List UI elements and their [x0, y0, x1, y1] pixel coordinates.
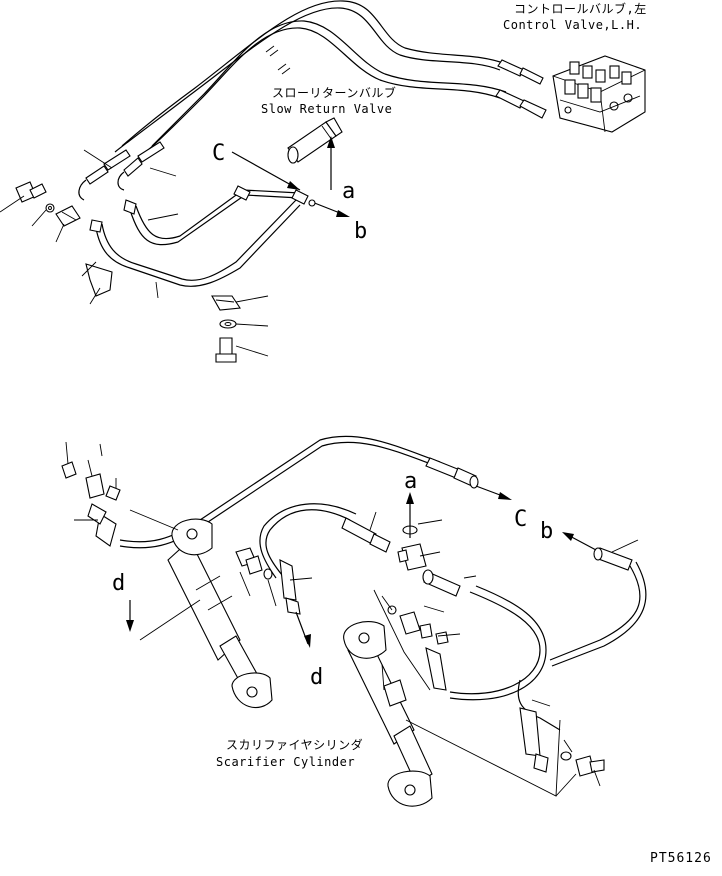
leader-lines-bottom [65, 441, 639, 787]
slow-return-valve-label-jp: スローリターンバルブ [272, 85, 396, 100]
ref-c-bottom: C [514, 507, 527, 532]
control-valve-label-en: Control Valve,L.H. [503, 18, 642, 32]
ref-b-top: b [354, 219, 367, 244]
control-valve [552, 55, 646, 133]
ref-d-center: d [310, 665, 323, 690]
drawing-code: PT56126 [650, 851, 712, 866]
left-hose-fittings [78, 141, 165, 201]
bottom-hose-fittings [87, 457, 633, 773]
ref-d-left: d [112, 571, 125, 596]
tee-fitting [397, 525, 427, 571]
slow-return-valve [287, 117, 343, 164]
connector-lines-bottom [129, 509, 577, 797]
scarifier-cylinder-label-en: Scarifier Cylinder [216, 755, 355, 769]
leader-lines-top [0, 149, 269, 357]
ref-a-top: a [342, 179, 355, 204]
long-hose-loop [119, 435, 647, 731]
scarifier-cylinder-label-jp: スカリファイヤシリンダ [226, 737, 363, 752]
upper-hose-pair [114, 0, 507, 153]
slow-return-valve-label-en: Slow Return Valve [261, 102, 392, 116]
clamp-parts-top-right [211, 295, 241, 363]
control-valve-label-jp: コントロールバルブ,左 [514, 1, 647, 16]
ref-a-bottom: a [404, 469, 417, 494]
scarifier-cylinder-right [343, 621, 433, 807]
ref-b-bottom: b [540, 519, 553, 544]
clamp-parts-top-left [15, 181, 113, 297]
steel-tubes-top [89, 185, 316, 287]
bolts-bottom [235, 547, 605, 777]
valve-hose-fittings [495, 59, 547, 119]
scarifier-cylinder-left [167, 518, 273, 709]
elbow-fittings [61, 461, 449, 645]
ref-c-top: C [212, 141, 225, 166]
